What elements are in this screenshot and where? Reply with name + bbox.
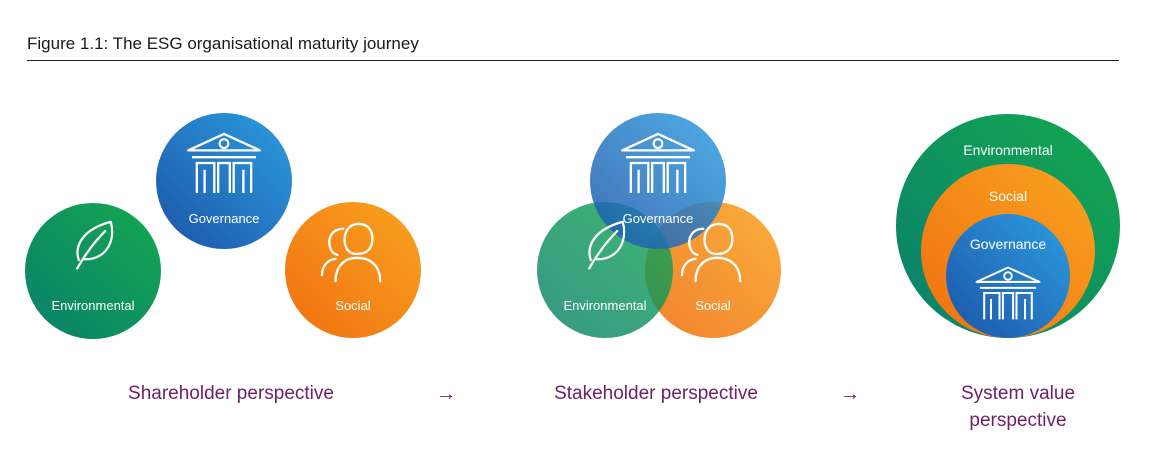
system-value-line-2: perspective — [969, 410, 1067, 431]
governance-label: Governance — [189, 211, 260, 226]
environmental-label: Environmental — [563, 298, 646, 313]
governance-circle — [946, 214, 1070, 338]
social-label: Social — [695, 298, 731, 313]
governance-label: Governance — [623, 211, 694, 226]
shareholder-perspective-label: Shareholder perspective — [128, 383, 334, 404]
environmental-label: Environmental — [51, 298, 134, 313]
governance-circle — [156, 113, 292, 249]
figure-title: Figure 1.1: The ESG organisational matur… — [27, 34, 419, 53]
stakeholder-group: Governance Environmental Social — [537, 113, 781, 338]
system-value-line-1: System value — [960, 383, 1076, 404]
governance-label: Governance — [970, 236, 1046, 252]
social-label: Social — [335, 298, 371, 313]
figure-header: Figure 1.1: The ESG organisational matur… — [27, 30, 1119, 61]
social-label: Social — [989, 188, 1027, 204]
environmental-label: Environmental — [963, 142, 1053, 158]
environmental-circle — [25, 203, 161, 339]
arrow-right-icon: → — [840, 383, 860, 405]
stakeholder-perspective-label: Stakeholder perspective — [554, 383, 758, 404]
system-value-group: Environmental Social Governance — [896, 114, 1120, 338]
system-value-perspective-label: System value perspective — [928, 380, 1108, 434]
governance-circle — [590, 113, 726, 249]
social-circle — [285, 202, 421, 338]
arrow-right-icon: → — [436, 383, 456, 405]
shareholder-group: Environmental Governance Social — [25, 113, 421, 339]
